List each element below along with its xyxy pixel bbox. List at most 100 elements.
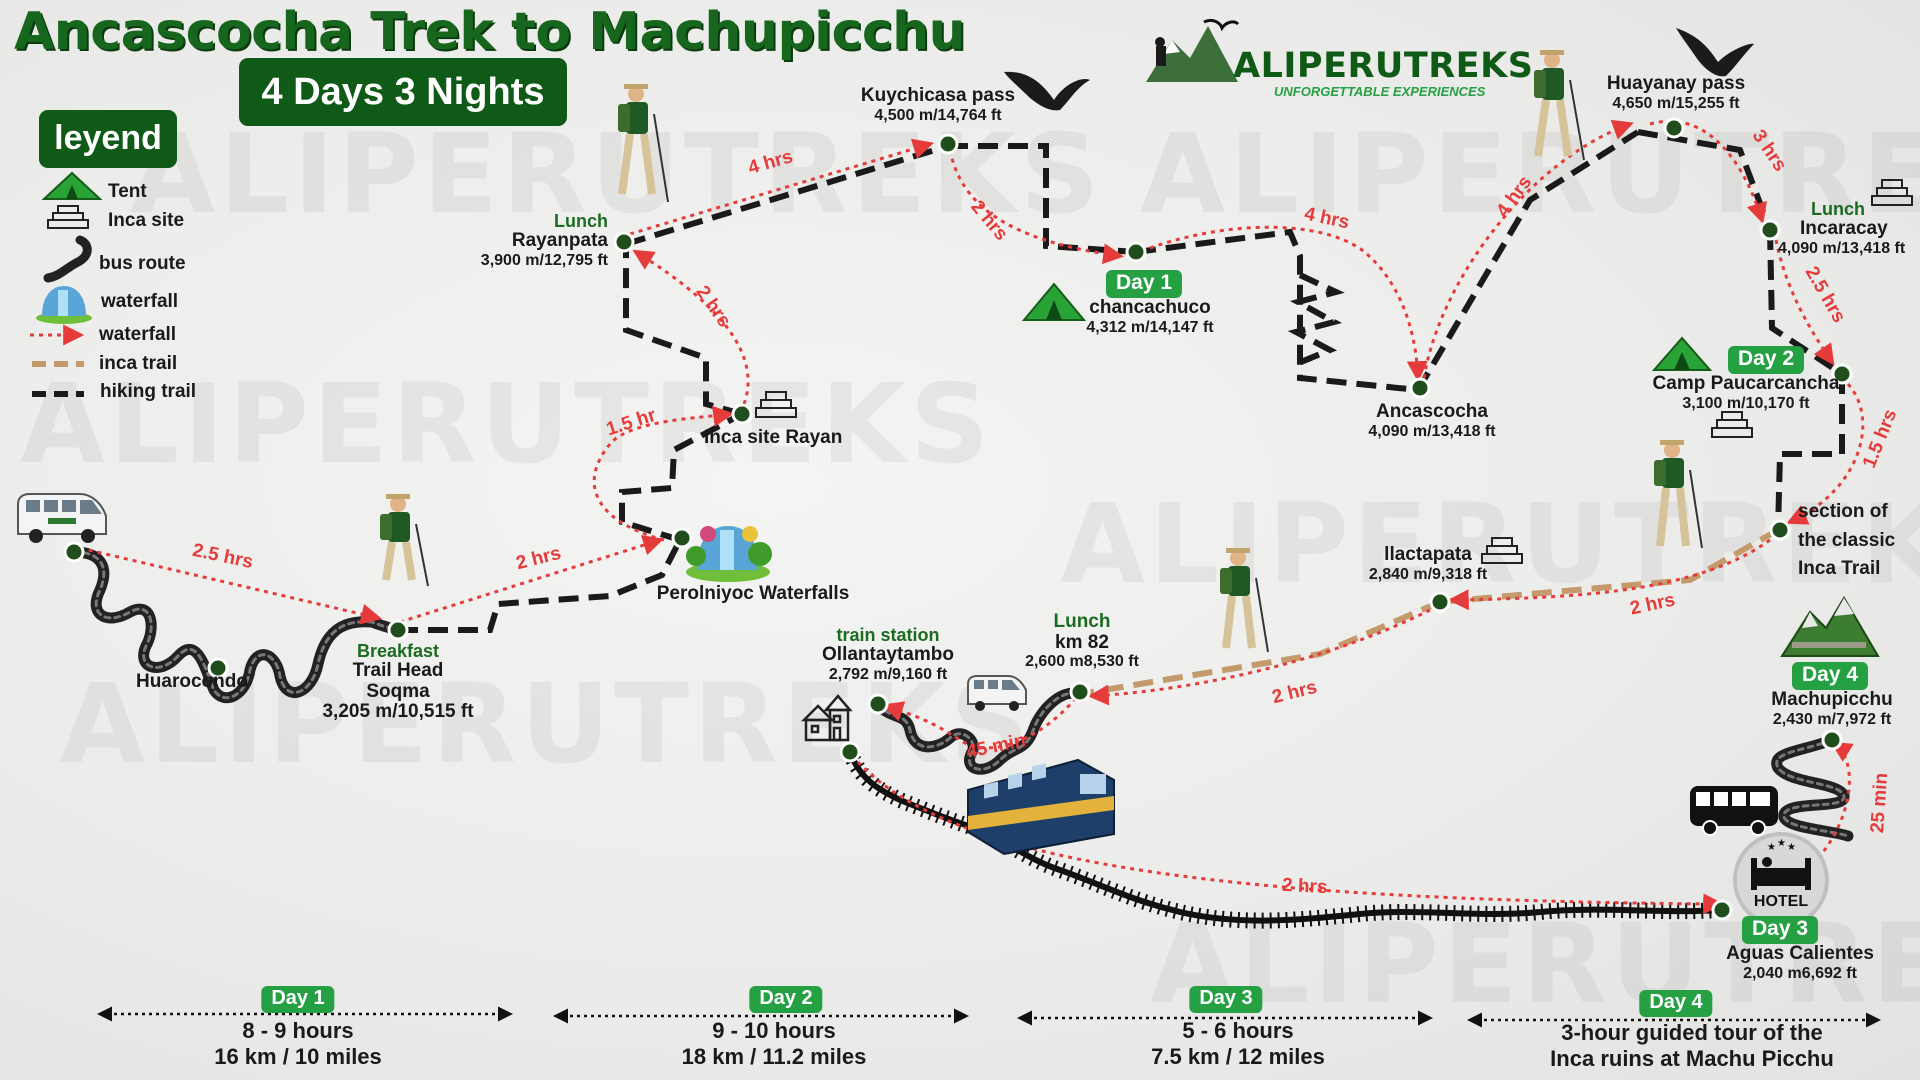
waypoint: [839, 741, 861, 763]
place-machupicchu: Machupicchu 2,430 m/7,972 ft: [1771, 689, 1893, 728]
brand-logo-icon: [1146, 18, 1240, 82]
place-perolniyoc: Perolniyoc Waterfalls: [656, 583, 850, 604]
watermark: ALIPERUTREKS: [60, 660, 1034, 788]
waypoint: [1409, 377, 1431, 399]
tent-icon: [1021, 282, 1087, 321]
legend-item-label: inca trail: [99, 353, 178, 374]
watermark: ALIPERUTREKS: [1140, 110, 1920, 238]
legend-item-label: waterfall: [99, 324, 177, 345]
page-subtitle: 4 Days 3 Nights: [239, 58, 567, 126]
waypoint: [1429, 591, 1451, 613]
waypoint: [937, 133, 959, 155]
place-soqma: Breakfast Trail Head Soqma 3,205 m/10,51…: [322, 641, 474, 723]
brand-tagline: UNFORGETTABLE EXPERIENCES: [1274, 84, 1486, 99]
hiking-trail: [398, 129, 1845, 633]
day-badge: Day 2: [1727, 346, 1805, 374]
summary-day-2: 9 - 10 hours 18 km / 11.2 miles: [681, 1018, 867, 1069]
waypoint: [1711, 899, 1733, 921]
bus-route-icon: [43, 235, 92, 283]
summary-day-badge: Day 2: [749, 986, 823, 1013]
legend-item-label: hiking trail: [100, 381, 197, 402]
summary-day-badge: Day 3: [1189, 986, 1263, 1013]
place-km82: Lunch km 82 2,600 m8,530 ft: [1025, 611, 1139, 671]
svg-text:★: ★: [1767, 842, 1776, 853]
hiker-illustration: [1654, 440, 1703, 549]
place-rayanpata: Lunch Rayanpata 3,900 m/12,795 ft: [480, 211, 608, 269]
place-aguas-calientes: Aguas Calientes 2,040 m6,692 ft: [1726, 943, 1874, 982]
day-badge: Day 4: [1791, 662, 1869, 690]
waypoint: [1125, 241, 1147, 263]
waypoint: [387, 619, 409, 641]
hiker-illustration: [1220, 548, 1269, 653]
machupicchu-mountain-icon: [1780, 596, 1880, 657]
place-incaracay: Lunch Incaracay 4,090 m/13,418 ft: [1778, 199, 1906, 257]
summary-day-4: 3-hour guided tour of the Inca ruins at …: [1550, 1020, 1834, 1071]
day-badge: Day 1: [1105, 270, 1183, 298]
page-title: Ancascocha Trek to Machupicchu: [14, 2, 966, 62]
tent-icon: [41, 171, 103, 200]
place-kuychicasa: Kuychicasa pass 4,500 m/14,764 ft: [860, 85, 1016, 124]
summary-arrows: [97, 1006, 1881, 1028]
tent-icon: [1651, 336, 1713, 371]
svg-text:★: ★: [1787, 842, 1796, 853]
place-huayanay: Huayanay pass 4,650 m/15,255 ft: [1606, 73, 1746, 112]
waypoint: [1769, 519, 1791, 541]
legend-icons: [30, 171, 103, 397]
legend-title: leyend: [39, 110, 177, 168]
waypoint: [1759, 219, 1781, 241]
place-ancascocha: Ancascocha 4,090 m/13,418 ft: [1368, 401, 1496, 440]
waypoint: [1663, 117, 1685, 139]
legend-item-label: Inca site: [108, 210, 185, 231]
van-illustration: [17, 493, 107, 543]
day-badge: Day 3: [1741, 916, 1819, 944]
waypoint: [731, 403, 753, 425]
inca-site-icon: [1481, 537, 1523, 564]
legend-item-label: waterfall: [101, 291, 179, 312]
bus-road: [68, 546, 1854, 842]
route-arrows: [79, 119, 1865, 915]
hotel-icon: ★ ★ ★: [1733, 832, 1829, 928]
waypoint: [671, 527, 693, 549]
hiker-illustration: [380, 494, 429, 587]
waypoint: [1069, 681, 1091, 703]
inca-site-icon: [1711, 411, 1753, 438]
inca-site-icon: [1871, 179, 1913, 206]
summary-day-badge: Day 4: [1639, 990, 1713, 1017]
brand-name: ALIPERUTREKS: [1233, 46, 1534, 86]
waypoint: [1821, 729, 1843, 751]
waterfall-icon: [36, 286, 92, 324]
svg-text:★: ★: [1777, 838, 1786, 849]
hiker-illustration: [618, 84, 669, 203]
waypoint: [867, 693, 889, 715]
waypoint: [613, 231, 635, 253]
condor-illustration: [1004, 28, 1754, 111]
train-illustration: [967, 758, 1115, 856]
inca-site-icon: [755, 391, 797, 418]
legend-item-label: Tent: [108, 181, 147, 202]
waypoint: [63, 541, 85, 563]
place-chancachuco: chancachuco 4,312 m/14,147 ft: [1086, 297, 1214, 336]
hotel-label: HOTEL: [1753, 893, 1809, 910]
van-illustration: [967, 675, 1027, 711]
waypoint: [207, 657, 229, 679]
watermark: ALIPERUTREKS: [130, 110, 1104, 238]
waypoint: [1831, 363, 1853, 385]
summary-day-badge: Day 1: [261, 986, 335, 1013]
legend-item-label: bus route: [99, 253, 186, 274]
summary-day-1: 8 - 9 hours 16 km / 10 miles: [214, 1018, 382, 1069]
place-rayan: Inca site Rayan: [704, 427, 843, 448]
summary-day-3: 5 - 6 hours 7.5 km / 12 miles: [1151, 1018, 1325, 1069]
place-huarocondo: Huarocondo: [136, 671, 248, 692]
duration-label: 2 hrs: [1281, 874, 1328, 899]
duration-label: 25 min: [1867, 772, 1893, 834]
watermark: ALIPERUTREKS: [20, 360, 994, 488]
place-llactapata: llactapata 2,840 m/9,318 ft: [1368, 544, 1488, 583]
hiker-illustration: [1534, 50, 1585, 161]
place-classic-inca-trail: section of the classic Inca Trail: [1798, 501, 1896, 579]
place-ollantaytambo: train station Ollantaytambo 2,792 m/9,16…: [822, 625, 954, 683]
place-paucarcancha: Camp Paucarcancha 3,100 m/10,170 ft: [1652, 373, 1840, 412]
town-icon: [800, 694, 853, 742]
bus-illustration: [1690, 786, 1778, 836]
